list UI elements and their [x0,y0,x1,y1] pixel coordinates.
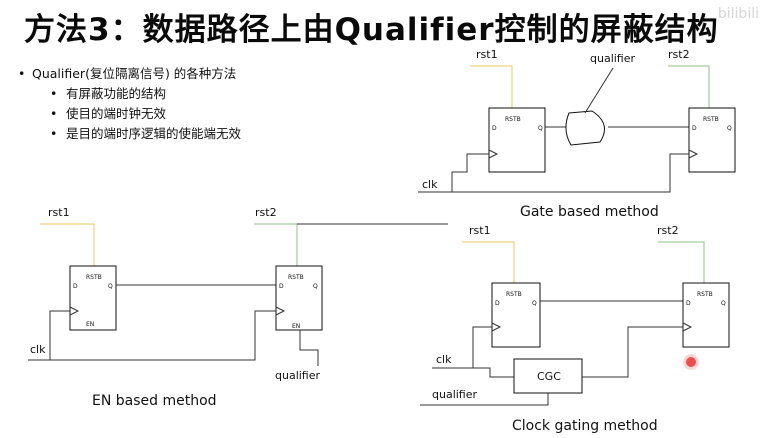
bullet-item-masking-structure: 有屏蔽功能的结构 [18,84,241,104]
cursor-dot-glow [683,354,699,370]
en-rst2-label: rst2 [255,206,277,219]
gate-ff2-q-pin: Q [727,125,732,132]
gate-ff2-clock-triangle [688,149,699,159]
cg-ff1-clock-triangle [491,322,502,332]
en-ff1-rstb-pin: RSTB [86,274,102,281]
bullet-item-disable-enable: 是目的端时序逻辑的使能端无效 [18,124,241,144]
cg-ff2-q-pin: Q [721,300,726,307]
gate-qualifier-wire [584,67,614,114]
en-clk-wire-ff1 [28,310,70,361]
cgc-box [513,358,583,394]
en-rst2-wire [254,223,298,266]
gate-ff1 [488,107,546,173]
cg-ff1-d-pin: D [495,300,500,307]
en-ff2-rstb-pin: RSTB [288,274,304,281]
en-ff2-clock-triangle [275,306,286,316]
cgc-label: CGC [537,370,561,383]
en-ff2 [275,265,323,331]
en-based-diagram: rst1 RSTB D Q EN rst2 RSTB D Q EN clk qu… [28,206,448,409]
en-clk-wire-ff2 [50,310,276,361]
cg-ff1-q-pin: Q [532,300,537,307]
bullet-item-disable-clock: 使目的端时钟无效 [18,104,241,124]
cg-rst1-label: rst1 [469,224,491,237]
masking-gate-symbol [565,110,605,146]
gate-ff2-d-pin: D [692,125,697,132]
en-ff1-clock-triangle [69,306,80,316]
cg-qualifier-wire [420,393,549,406]
cg-ff2-d-pin: D [686,300,691,307]
cg-ff2-rstb-pin: RSTB [697,291,713,298]
bullet-main: Qualifier(复位隔离信号) 的各种方法 [18,64,241,84]
en-rst1-wire [40,223,95,266]
gate-clk-wire-ff2 [452,153,689,193]
cg-rst2-wire [658,241,705,283]
gate-ff2-rstb-pin: RSTB [703,116,719,123]
bullet-list: Qualifier(复位隔离信号) 的各种方法 有屏蔽功能的结构 使目的端时钟无… [18,64,241,144]
cgc-out-wire [582,326,683,378]
cursor-dot [686,357,696,367]
en-ff1 [69,265,117,331]
en-ff2-q-pin: Q [313,283,318,290]
en-ff1-d-pin: D [73,283,78,290]
cg-ff2-clock-triangle [682,322,693,332]
slide-title: 方法3：数据路径上由Qualifier控制的屏蔽结构 [24,12,719,48]
en-rst1-label: rst1 [48,206,70,219]
gate-based-caption: Gate based method [520,204,659,220]
en-clk-label: clk [30,343,46,356]
clock-gating-diagram: rst1 RSTB D Q rst2 RSTB D Q clk CGC qual… [420,224,730,434]
cg-ff2 [682,282,730,348]
gate-clk-label: clk [422,178,438,191]
gate-rst2-label: rst2 [668,48,690,61]
gate-rst1-label: rst1 [476,48,498,61]
gate-ff1-rstb-pin: RSTB [505,116,521,123]
en-ff2-d-pin: D [279,283,284,290]
gate-ff2 [688,107,736,173]
gate-ff1-q-pin: Q [538,125,543,132]
cg-rst1-wire [462,241,515,283]
en-ff1-q-pin: Q [108,283,113,290]
gate-clk-wire-ff1 [418,153,489,193]
cg-clk-label: clk [436,353,452,366]
bilibili-watermark: bilibili [717,6,759,22]
cg-rst2-label: rst2 [657,224,679,237]
gate-based-diagram: rst1 RSTB D Q qualifier rst2 RSTB D Q [418,48,736,220]
clock-gating-caption: Clock gating method [512,418,658,434]
en-qualifier-label: qualifier [275,369,321,382]
gate-rst2-wire [668,65,710,108]
gate-ff1-d-pin: D [492,125,497,132]
en-ff2-en-pin: EN [292,323,300,330]
gate-rst1-wire [470,65,513,108]
cg-qualifier-label: qualifier [432,388,478,401]
en-qualifier-wire [299,330,319,366]
cg-clk-wire-ff1 [432,326,492,369]
en-ff1-en-pin: EN [86,321,94,328]
gate-qualifier-label: qualifier [590,52,636,65]
cg-ff1-rstb-pin: RSTB [506,291,522,298]
gate-ff1-clock-triangle [488,149,499,159]
cg-ff1 [491,282,541,348]
en-based-caption: EN based method [92,393,217,409]
cg-clk-wire-cgc [473,367,514,378]
